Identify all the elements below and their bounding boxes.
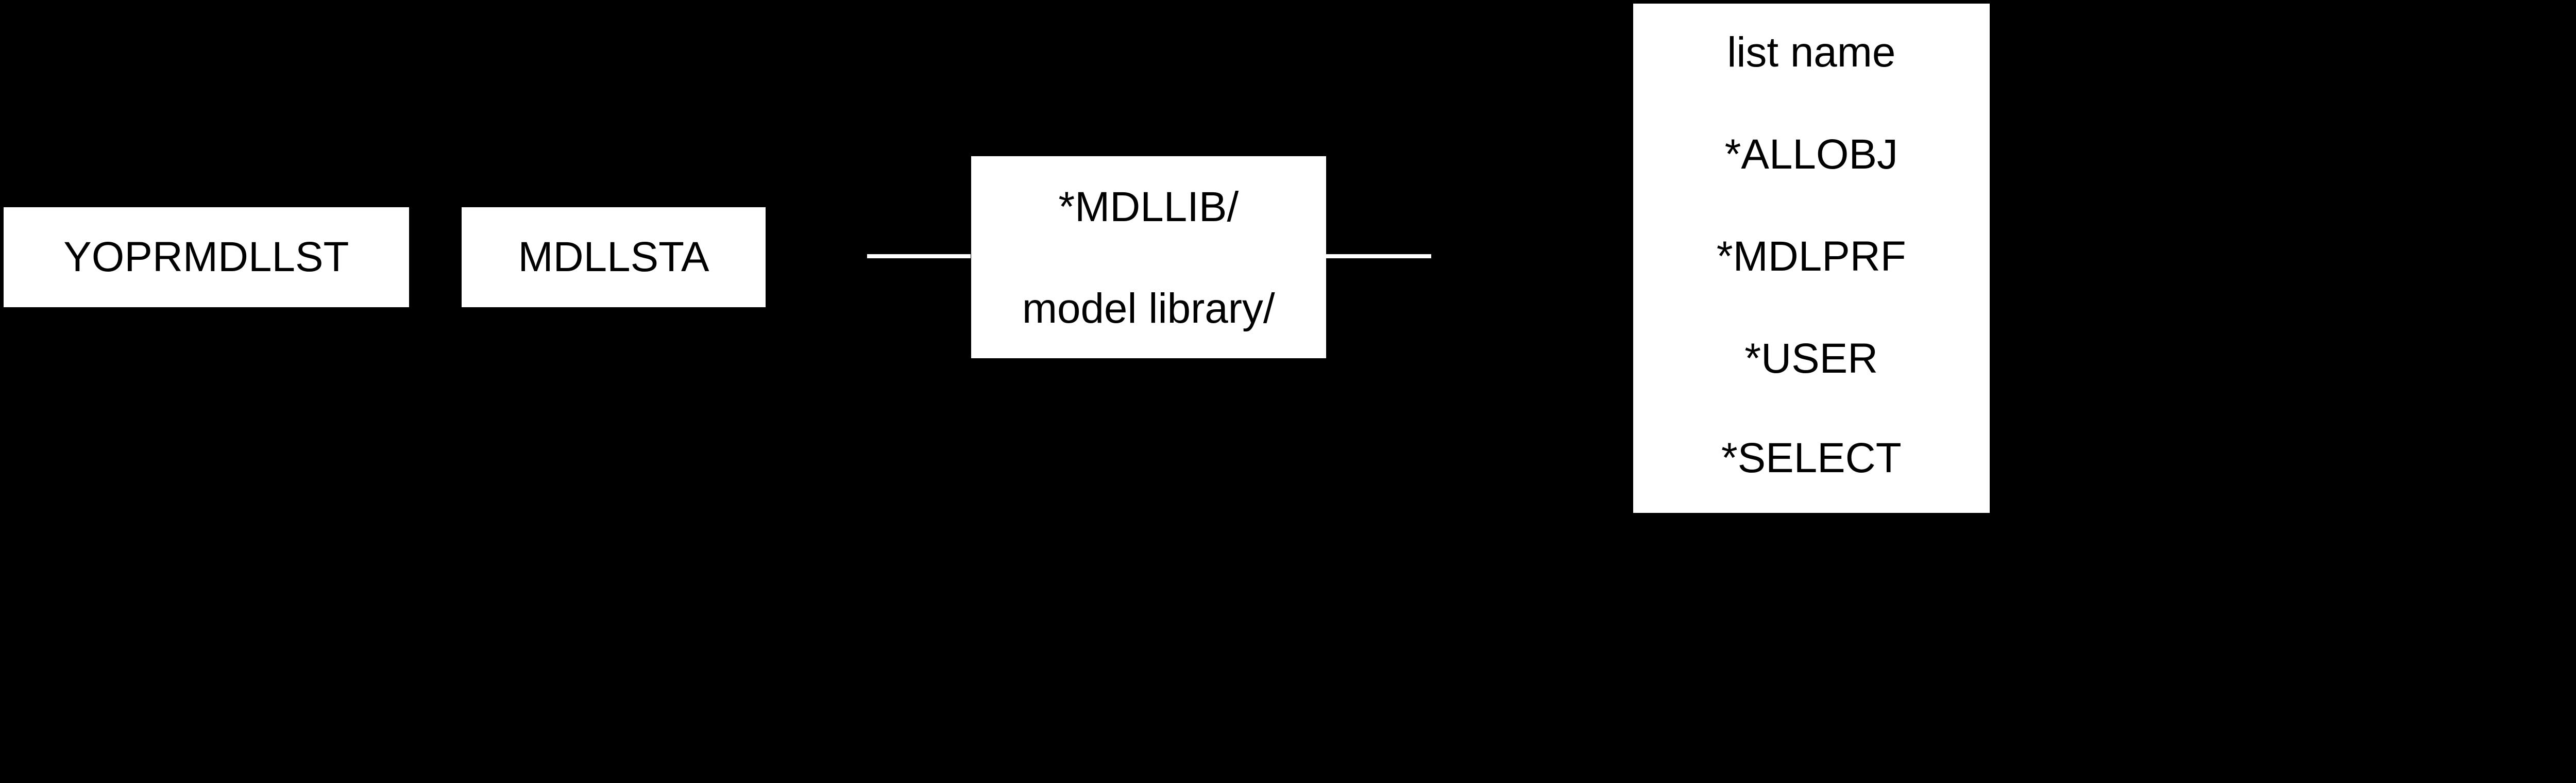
list-options-box: list name *ALLOBJ *MDLPRF *USER *SELECT [1633,3,1990,513]
command-name: YOPRMDLLST [63,233,349,280]
command-box: YOPRMDLLST [3,207,410,308]
library-options-box: *MDLLIB/ model library/ [971,156,1326,359]
syntax-diagram: YOPRMDLLST MDLLSTA *MDLLIB/ model librar… [3,3,1990,513]
connector-line [1326,254,1431,259]
library-option: model library/ [1022,285,1275,332]
list-option: list name [1727,29,1896,76]
list-option: *ALLOBJ [1724,131,1898,178]
list-option: *MDLPRF [1716,232,1906,280]
connector-line [867,254,971,259]
keyword-name: MDLLSTA [518,233,709,280]
library-option: *MDLLIB/ [1058,183,1239,230]
keyword-box: MDLLSTA [462,207,766,308]
list-option: *SELECT [1721,435,1902,482]
list-option: *USER [1744,335,1878,382]
